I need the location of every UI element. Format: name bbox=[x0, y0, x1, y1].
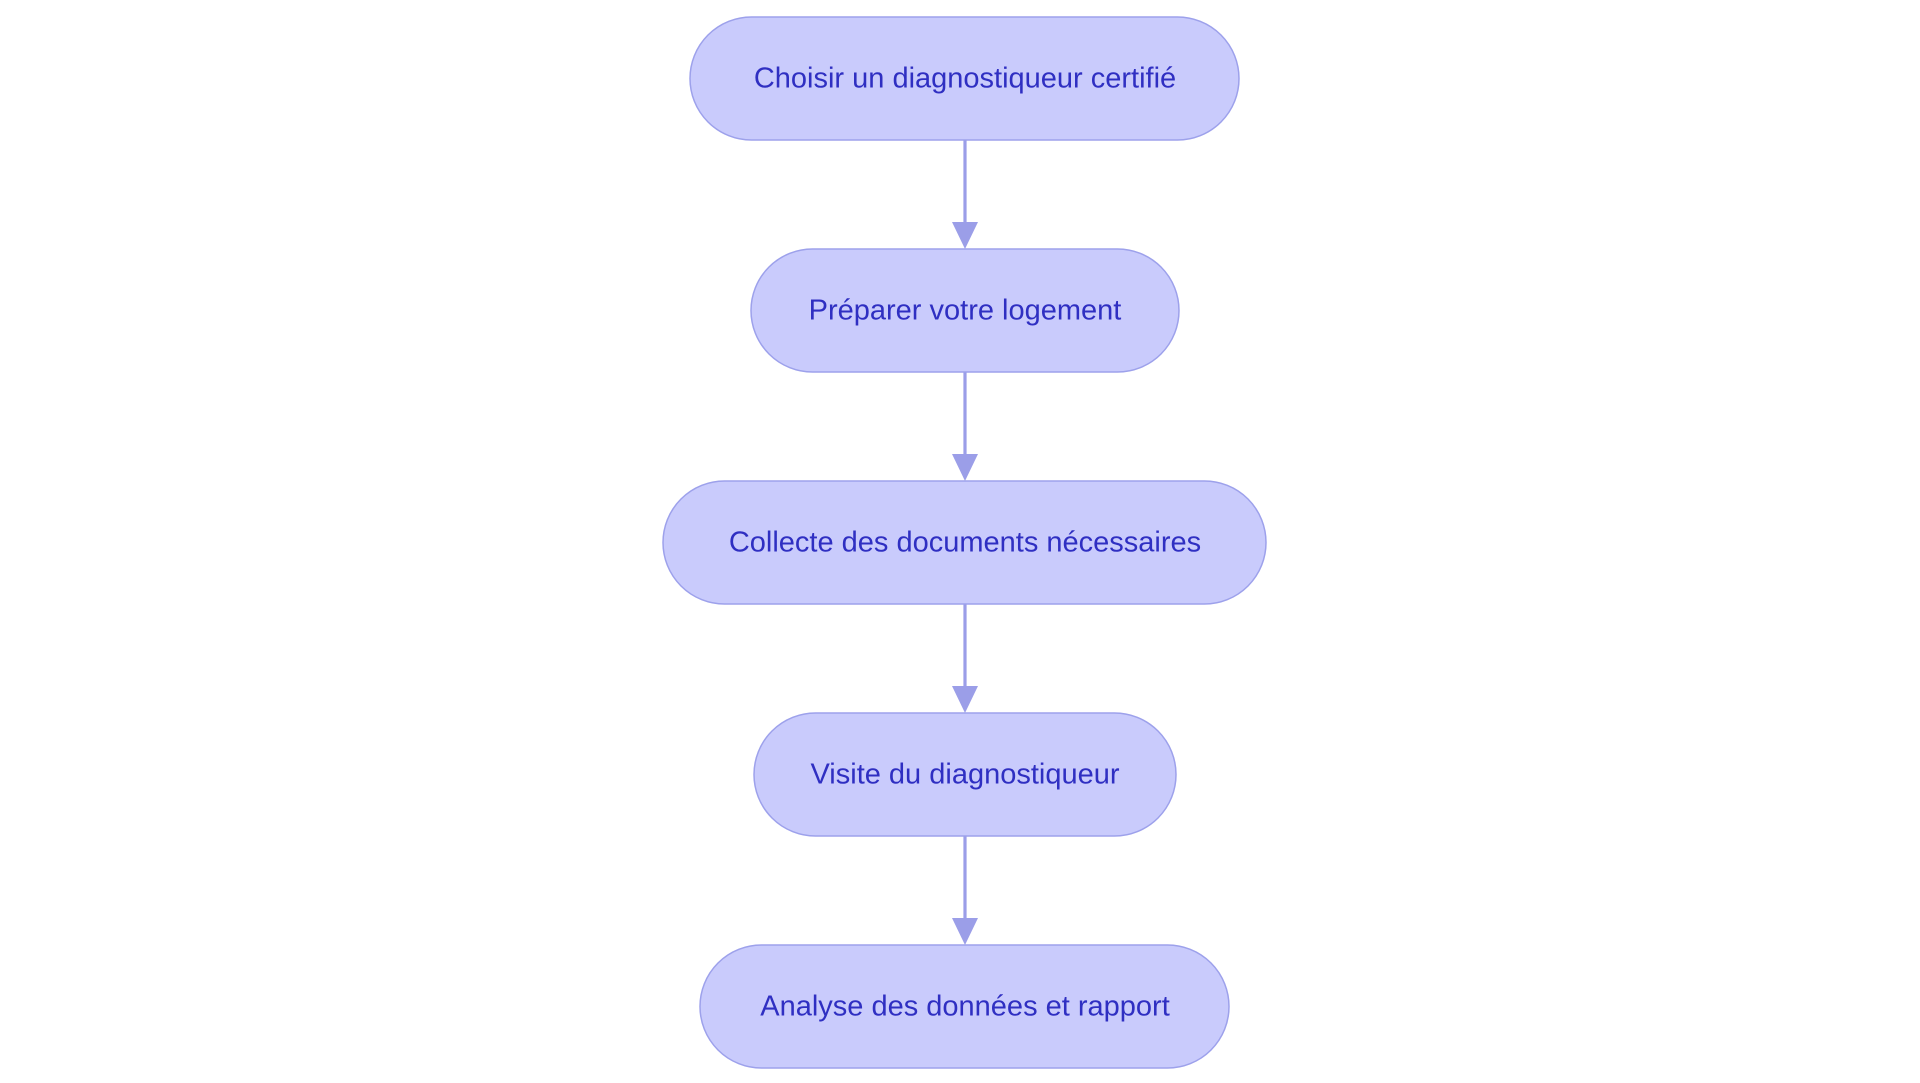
node-step-1-label: Choisir un diagnostiqueur certifié bbox=[754, 63, 1176, 95]
node-step-2-label: Préparer votre logement bbox=[809, 295, 1122, 327]
node-step-3-label: Collecte des documents nécessaires bbox=[729, 527, 1201, 559]
node-step-3: Collecte des documents nécessaires bbox=[662, 480, 1267, 605]
edge-step-4-to-step-5 bbox=[952, 836, 978, 945]
node-step-5: Analyse des données et rapport bbox=[699, 944, 1230, 1069]
node-step-2: Préparer votre logement bbox=[750, 248, 1180, 373]
node-step-1: Choisir un diagnostiqueur certifié bbox=[689, 16, 1240, 141]
node-step-5-label: Analyse des données et rapport bbox=[760, 991, 1170, 1023]
edge-step-2-to-step-3 bbox=[952, 372, 978, 481]
edge-step-1-to-step-2 bbox=[952, 140, 978, 249]
edge-step-3-to-step-4 bbox=[952, 604, 978, 713]
node-step-4: Visite du diagnostiqueur bbox=[753, 712, 1177, 837]
node-step-4-label: Visite du diagnostiqueur bbox=[810, 759, 1119, 791]
